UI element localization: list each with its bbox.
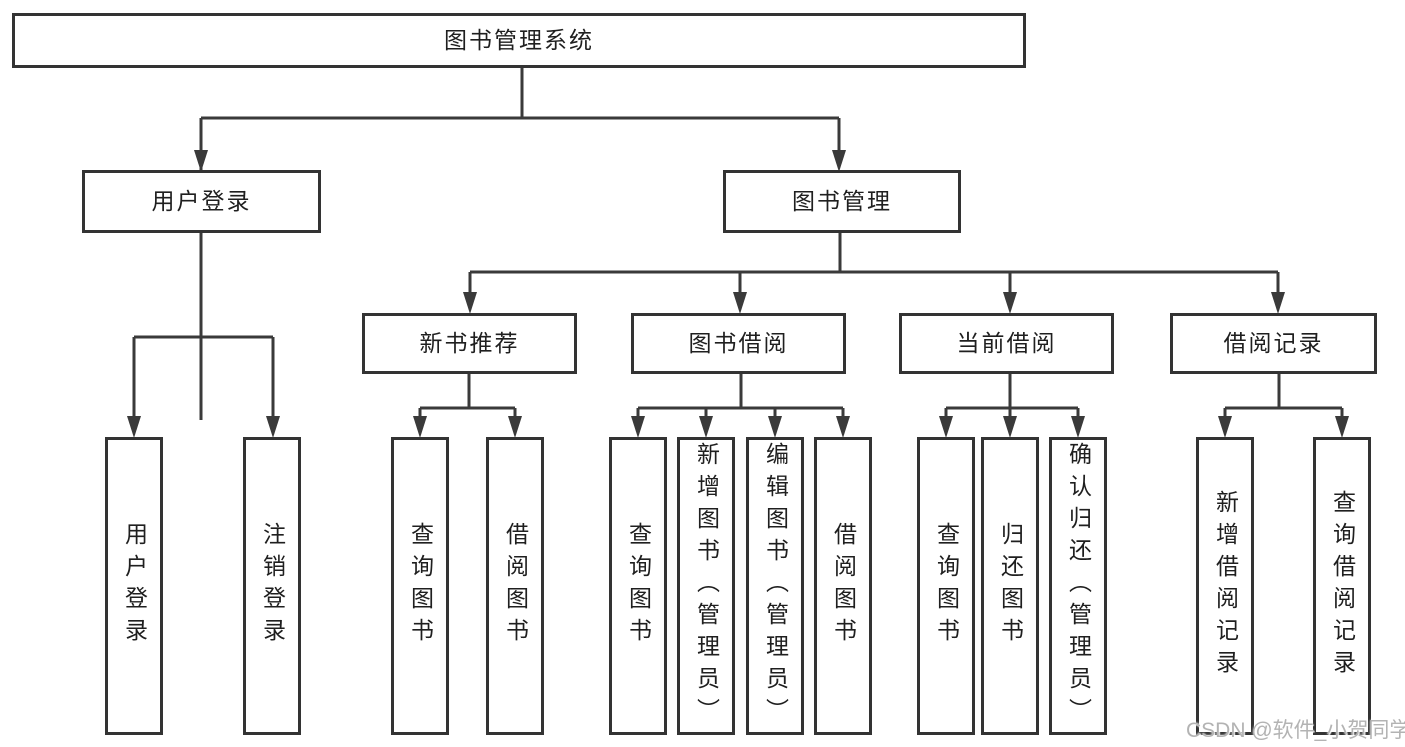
node-user-login: 用户登录 <box>82 170 321 233</box>
arrow-down-icon <box>699 416 713 438</box>
edge-root-split <box>199 67 841 420</box>
node-borrow-records: 借阅记录 <box>1170 313 1377 374</box>
leaf-borrow-books-recommend: 借阅图书 <box>486 437 544 735</box>
arrow-down-icon <box>733 292 747 314</box>
edge-borrow-split <box>636 374 845 420</box>
node-book-management: 图书管理 <box>723 170 961 233</box>
arrow-down-icon <box>1335 416 1349 438</box>
arrow-down-icon <box>127 416 141 438</box>
arrow-down-icon <box>266 416 280 438</box>
leaf-add-book-admin: 新增图书（管理员） <box>677 437 735 735</box>
node-root-system: 图书管理系统 <box>12 13 1026 68</box>
leaf-query-books-recommend: 查询图书 <box>391 437 449 735</box>
leaf-user-login: 用户登录 <box>105 437 163 735</box>
arrow-down-icon <box>413 416 427 438</box>
leaf-borrow-books: 借阅图书 <box>814 437 872 735</box>
tree-edges <box>132 67 1344 420</box>
leaf-query-books-borrow: 查询图书 <box>609 437 667 735</box>
edge-current-split <box>944 374 1080 420</box>
leaf-logout: 注销登录 <box>243 437 301 735</box>
leaf-query-borrow-record: 查询借阅记录 <box>1313 437 1371 735</box>
edge-records-split <box>1223 374 1344 420</box>
leaf-return-book: 归还图书 <box>981 437 1039 735</box>
arrow-down-icon <box>1003 416 1017 438</box>
node-book-borrow: 图书借阅 <box>631 313 846 374</box>
arrow-down-icon <box>1071 416 1085 438</box>
edge-bookmgmt-split <box>468 233 1280 296</box>
arrow-down-icon <box>463 292 477 314</box>
arrow-down-icon <box>768 416 782 438</box>
edge-newbook-split <box>418 374 517 420</box>
leaf-edit-book-admin: 编辑图书（管理员） <box>746 437 804 735</box>
arrow-down-icon <box>832 150 846 172</box>
node-current-borrow: 当前借阅 <box>899 313 1114 374</box>
edge-userlogin-split <box>132 233 275 420</box>
leaf-confirm-return-admin: 确认归还（管理员） <box>1049 437 1107 735</box>
arrow-down-icon <box>836 416 850 438</box>
arrow-down-icon <box>194 150 208 172</box>
csdn-watermark: CSDN @软件_小贺同学 <box>1186 719 1405 742</box>
arrow-down-icon <box>939 416 953 438</box>
arrow-down-icon <box>1003 292 1017 314</box>
node-new-book-recommend: 新书推荐 <box>362 313 577 374</box>
arrow-down-icon <box>1218 416 1232 438</box>
leaf-add-borrow-record: 新增借阅记录 <box>1196 437 1254 735</box>
arrow-down-icon <box>631 416 645 438</box>
arrowheads <box>127 150 1349 438</box>
arrow-down-icon <box>508 416 522 438</box>
arrow-down-icon <box>1271 292 1285 314</box>
leaf-query-books-current: 查询图书 <box>917 437 975 735</box>
